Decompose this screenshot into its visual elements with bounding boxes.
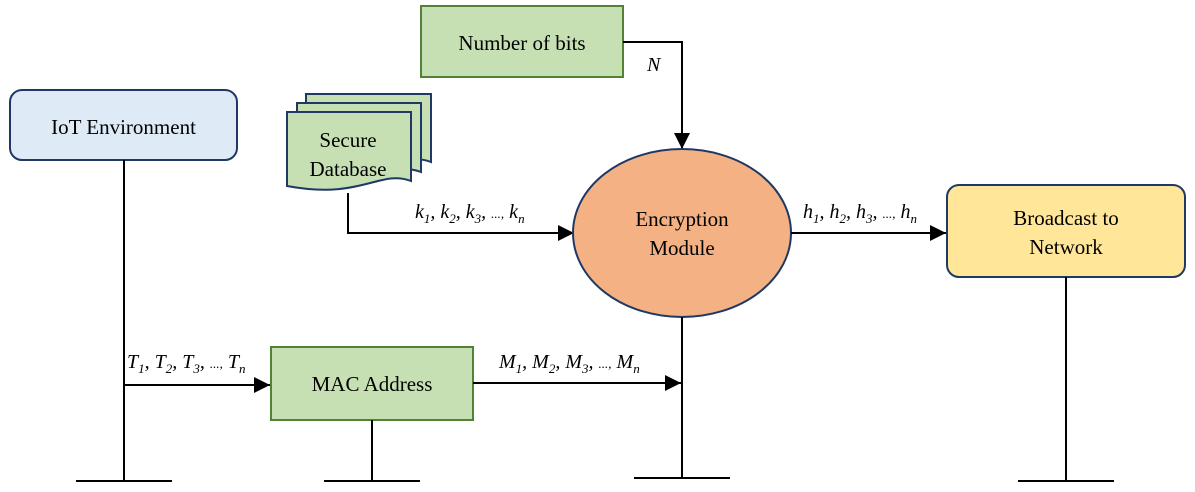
broadcast-box bbox=[946, 184, 1186, 278]
encryption-module-node: Encryption Module bbox=[572, 148, 792, 318]
database-to-encryption-arrow bbox=[347, 193, 574, 241]
encryption-module-line2: Module bbox=[649, 236, 714, 260]
macs-label: M1, M2, M3, ..., Mn bbox=[498, 351, 640, 376]
broadcast-node: Broadcast to Network bbox=[946, 184, 1186, 278]
n-label: N bbox=[646, 54, 662, 76]
encryption-module-ellipse bbox=[572, 148, 792, 318]
times-label: T1, T2, T3, ..., Tn bbox=[127, 351, 246, 376]
iot-environment-node: IoT Environment bbox=[9, 89, 238, 161]
number-of-bits-box bbox=[420, 5, 624, 78]
broadcast-line1: Broadcast to bbox=[1013, 206, 1119, 230]
keys-label: k1, k2, k3, ..., kn bbox=[415, 201, 525, 226]
broadcast-line2: Network bbox=[1029, 235, 1103, 259]
number-of-bits-label: Number of bits bbox=[458, 31, 585, 55]
encryption-module-line1: Encryption bbox=[635, 207, 729, 231]
iot-environment-label: IoT Environment bbox=[51, 115, 196, 139]
hashes-label: h1, h2, h3, ..., hn bbox=[803, 201, 917, 226]
mac-address-label: MAC Address bbox=[312, 372, 433, 396]
secure-database-node: Secure Database bbox=[286, 93, 432, 191]
database-doc-front bbox=[286, 111, 412, 191]
number-of-bits-node: Number of bits bbox=[420, 5, 624, 78]
bits-to-encryption-arrow bbox=[623, 41, 690, 149]
mac-address-node: MAC Address bbox=[270, 346, 474, 421]
secure-database-line1: Secure bbox=[319, 128, 376, 152]
secure-database-line2: Database bbox=[310, 157, 387, 181]
